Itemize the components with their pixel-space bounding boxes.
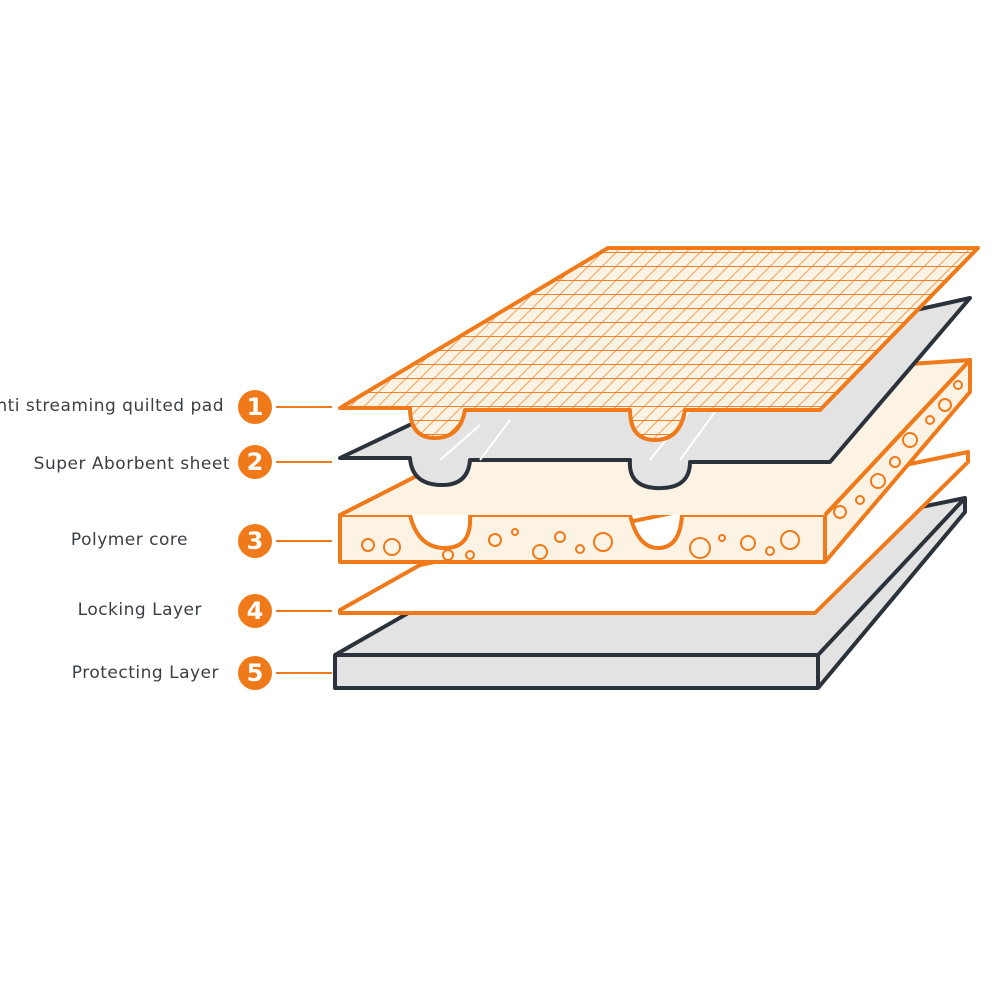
layer-3-number-badge: 3 [238, 524, 272, 558]
layer-5-label: Protecting Layer [71, 663, 219, 683]
layer-5-leader-line [276, 672, 332, 674]
layer-4-label: Locking Layer [77, 600, 202, 620]
layer-1-number-badge: 1 [238, 390, 272, 424]
layer-2-leader-line [276, 461, 332, 463]
layer-4-leader-line [276, 610, 332, 612]
layer-5-number-badge: 5 [238, 656, 272, 690]
layer-1-leader-line [276, 406, 332, 408]
layer-2-label: Super Aborbent sheet [33, 454, 230, 474]
layer-4-number-badge: 4 [238, 594, 272, 628]
layer-3-leader-line [276, 540, 332, 542]
polymer-bubbles [361, 380, 963, 561]
layer-3-label: Polymer core [70, 530, 188, 550]
layer-2-number-badge: 2 [238, 445, 272, 479]
quilted-pad-sheet [338, 246, 980, 442]
layer-1-label: Anti streaming quilted pad [0, 396, 224, 416]
